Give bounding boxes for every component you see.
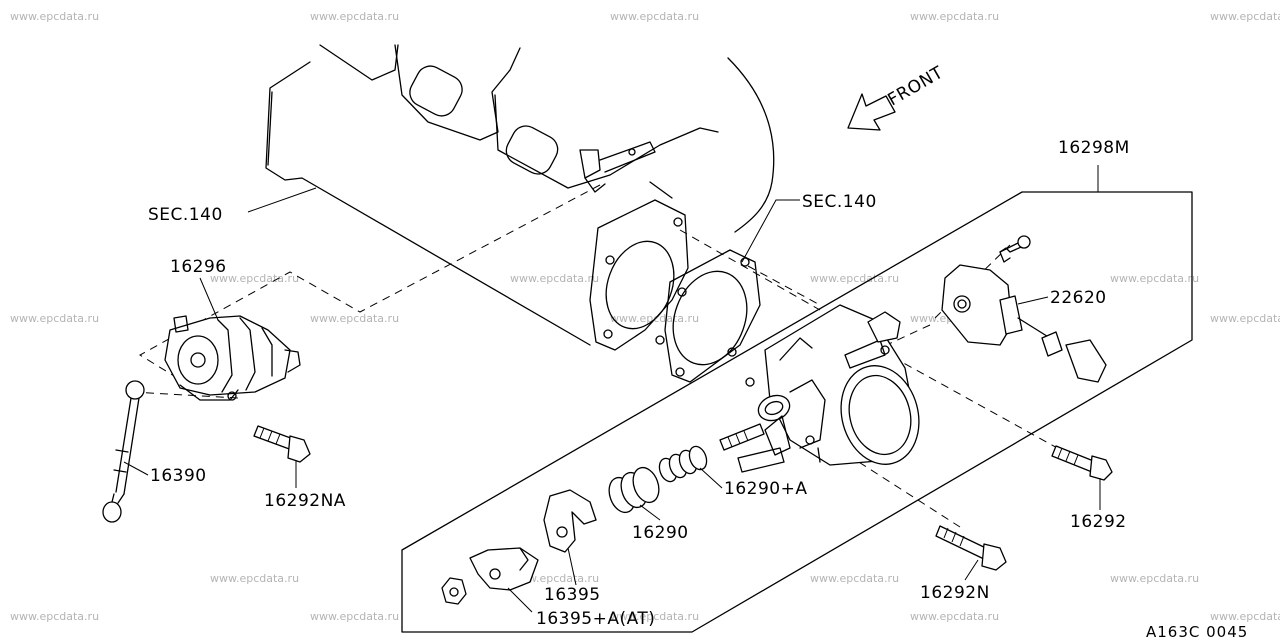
leader-lines — [123, 165, 1101, 613]
throttle-body-drawing — [719, 304, 920, 473]
cable-bracket-16296-drawing — [164, 315, 301, 401]
watermark-text: www.epcdata.ru — [1110, 272, 1199, 285]
watermark-text: www.epcdata.ru — [210, 272, 299, 285]
nut-drawing — [441, 577, 467, 605]
lever-16395a-drawing — [469, 547, 539, 591]
front-arrow-icon: FRONT — [847, 63, 948, 131]
watermark-text: www.epcdata.ru — [1110, 572, 1199, 585]
watermark-text: www.epcdata.ru — [1210, 10, 1280, 23]
watermark-text: www.epcdata.ru — [810, 272, 899, 285]
label-sec140-right[interactable]: SEC.140 — [802, 192, 877, 212]
watermark-text: www.epcdata.ru — [910, 610, 999, 623]
bolt-16292-drawing — [1051, 445, 1113, 481]
watermark-text: www.epcdata.ru — [10, 610, 99, 623]
callout-labels: SEC.140 SEC.140 16298M 16296 22620 16390… — [148, 138, 1248, 640]
spring-16290a-drawing — [658, 445, 708, 483]
label-16290a[interactable]: 16290+A — [724, 479, 807, 499]
assembly-16298m-boundary — [401, 191, 1193, 633]
throttle-gasket — [664, 249, 761, 383]
lever-16395-drawing — [543, 489, 597, 553]
watermark-text: www.epcdata.ru — [210, 572, 299, 585]
rod-16390-drawing — [102, 380, 145, 523]
watermark-text: www.epcdata.ru — [310, 10, 399, 23]
diagram-code: A163C 0045 — [1146, 623, 1248, 640]
watermark-text: www.epcdata.ru — [310, 312, 399, 325]
throttle-position-sensor-drawing — [941, 243, 1107, 383]
label-sec140-left[interactable]: SEC.140 — [148, 205, 223, 225]
label-16395a-at[interactable]: 16395+A(AT) — [536, 609, 655, 629]
label-16290[interactable]: 16290 — [632, 523, 689, 543]
spring-16290-drawing — [608, 466, 660, 514]
watermark-text: www.epcdata.ru — [1210, 610, 1280, 623]
watermark-text: www.epcdata.ru — [510, 272, 599, 285]
watermark-text: www.epcdata.ru — [610, 10, 699, 23]
sensor-screw-drawing — [999, 235, 1031, 253]
label-16292[interactable]: 16292 — [1070, 512, 1127, 532]
label-16292na[interactable]: 16292NA — [264, 491, 346, 511]
label-16296[interactable]: 16296 — [170, 257, 227, 277]
manifold-flange — [589, 199, 689, 351]
bolt-16292na-drawing — [253, 425, 311, 463]
label-22620[interactable]: 22620 — [1050, 288, 1107, 308]
front-label: FRONT — [885, 63, 948, 111]
label-16292n[interactable]: 16292N — [920, 583, 990, 603]
label-16298m[interactable]: 16298M — [1058, 138, 1130, 158]
bolt-16292n-drawing — [935, 525, 1007, 571]
watermark-text: www.epcdata.ru — [10, 312, 99, 325]
watermark-text: www.epcdata.ru — [310, 610, 399, 623]
label-16390[interactable]: 16390 — [150, 466, 207, 486]
watermark-text: www.epcdata.ru — [810, 572, 899, 585]
watermark-text: www.epcdata.ru — [10, 10, 99, 23]
label-16395[interactable]: 16395 — [544, 585, 601, 605]
watermark-text: www.epcdata.ru — [910, 10, 999, 23]
watermark-text: www.epcdata.ru — [610, 610, 699, 623]
intake-manifold-drawing — [265, 44, 775, 346]
watermark-text: www.epcdata.ru — [1210, 312, 1280, 325]
